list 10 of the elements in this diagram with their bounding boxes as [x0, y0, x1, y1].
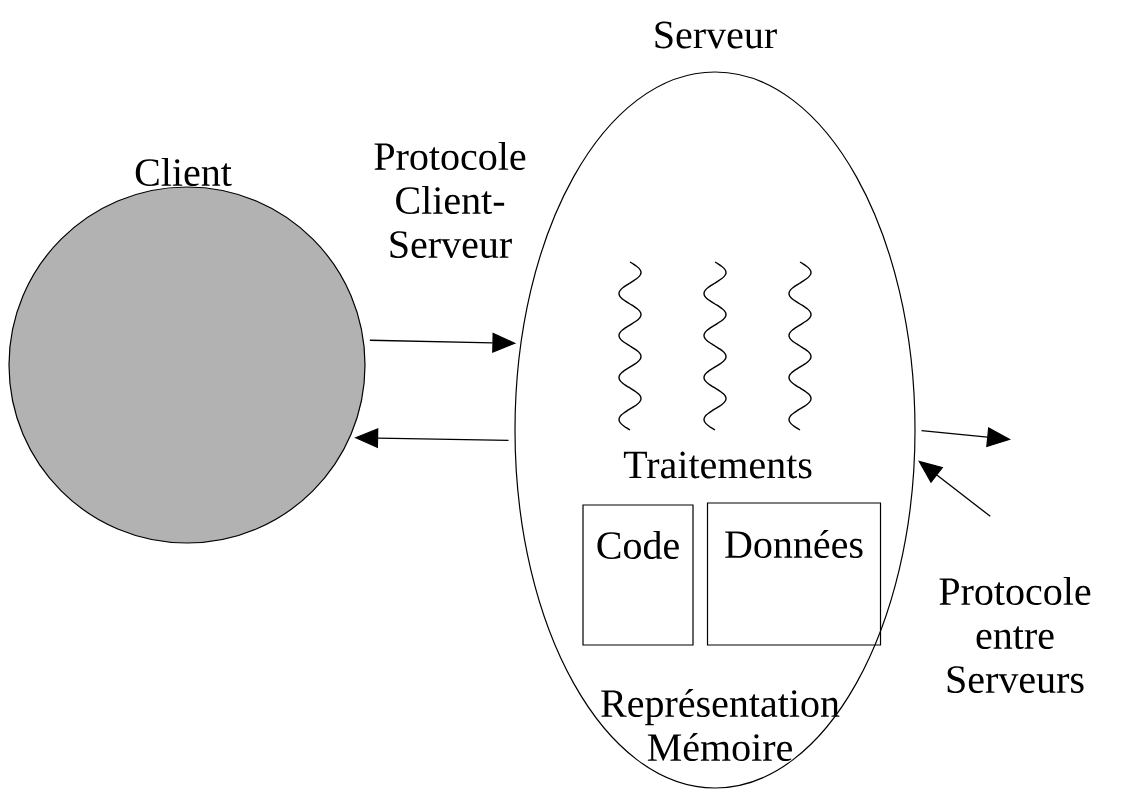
node-label: Serveur: [655, 21, 777, 49]
protocol-label: Protocole Client-Serveur: [374, 141, 526, 259]
protocol-label: Protocole entre Serveurs: [939, 576, 1091, 694]
box: Code: [582, 504, 694, 646]
node-label: Traitements: [623, 451, 812, 479]
node-label: Représentation Mémoire: [601, 688, 840, 762]
node-label: Client: [135, 157, 232, 187]
box: Données: [706, 502, 882, 646]
client-circle: [8, 186, 366, 544]
arrow: [918, 460, 991, 517]
